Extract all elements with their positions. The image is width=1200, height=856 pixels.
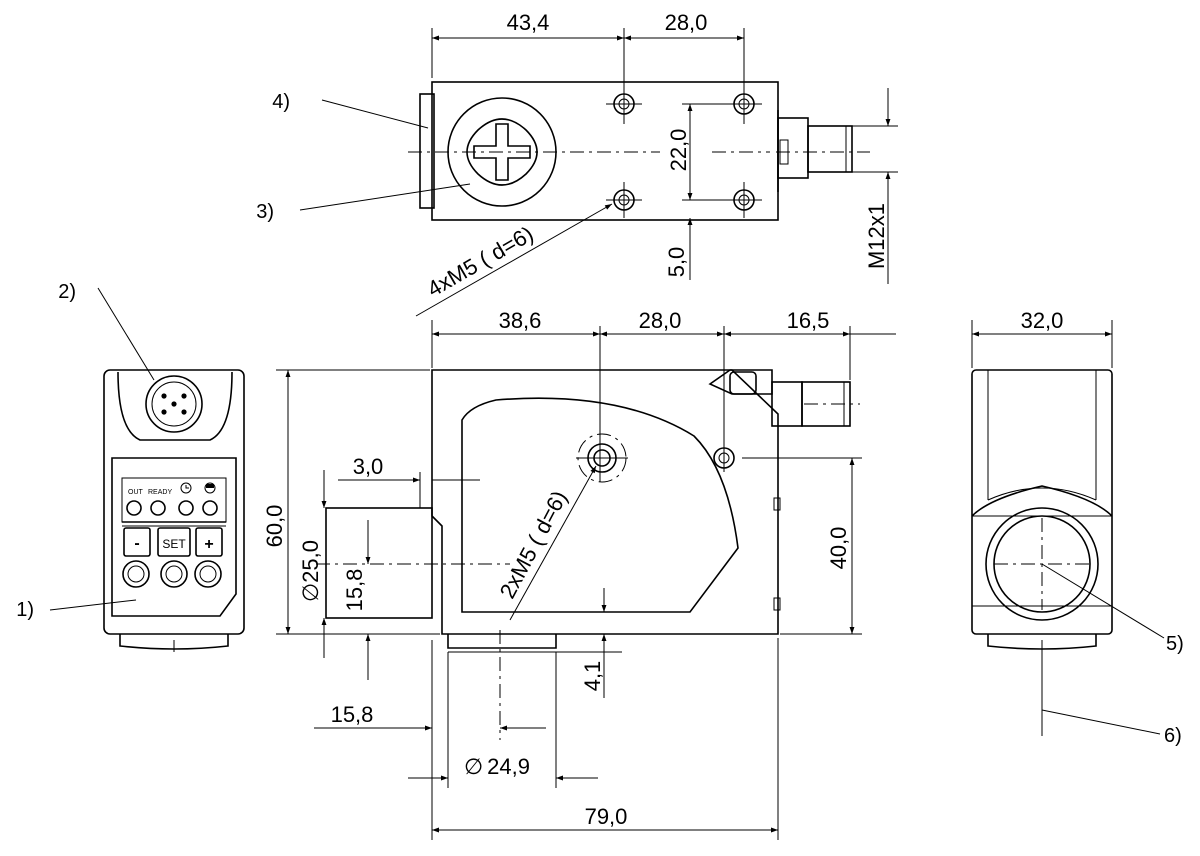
front-view: OUT READY - SET + [103, 369, 245, 652]
dim-40-0: 40,0 [826, 527, 851, 570]
top-view-connector-thread [807, 125, 853, 173]
dim-79-0: 79,0 [585, 804, 628, 829]
diameter-symbol: ∅ [298, 583, 323, 602]
dim-24-9: ∅24,9 [464, 754, 530, 779]
top-view-body [431, 81, 779, 221]
top-view-front-plate [419, 93, 435, 209]
set-button[interactable] [157, 527, 191, 557]
dim-2xm5: 2xM5 ( d=6) [495, 487, 572, 603]
end-view [971, 320, 1113, 736]
knob-2 [160, 560, 188, 588]
diameter-symbol-2: ∅ [464, 754, 483, 779]
side-view-connector-nut [771, 381, 803, 427]
plus-button[interactable] [195, 527, 223, 557]
dim-38-6: 38,6 [499, 308, 542, 333]
dim-4-1: 4,1 [580, 661, 605, 692]
callout-5: 5) [1166, 633, 1184, 655]
callout-3: 3) [256, 201, 274, 223]
front-panel [111, 457, 237, 617]
dim-24-9-value: 24,9 [487, 754, 530, 779]
plus-button-label: + [204, 536, 213, 553]
dim-15-8-horizontal: 15,8 [331, 702, 374, 727]
minus-button[interactable] [123, 527, 151, 557]
led-label-out: OUT [128, 489, 144, 496]
front-view-body [103, 369, 245, 635]
dim-5-0: 5,0 [664, 247, 689, 278]
dim-4xm5: 4xM5 ( d=6) [423, 221, 538, 302]
end-view-body [971, 369, 1113, 635]
side-view-body [431, 369, 779, 635]
cross-knob [473, 123, 531, 181]
callout-1: 1) [16, 599, 34, 621]
side-view-window [461, 397, 739, 613]
dim-16-5: 16,5 [787, 308, 830, 333]
callout-2: 2) [58, 281, 76, 303]
callout-4: 4) [272, 91, 290, 113]
dim-60-0: 60,0 [262, 505, 287, 548]
led-4 [202, 500, 218, 516]
led-3 [178, 500, 194, 516]
dim-3-0: 3,0 [353, 454, 384, 479]
led-2 [150, 500, 166, 516]
dim-43-4: 43,4 [507, 10, 550, 35]
callout-6: 6) [1164, 725, 1182, 747]
dim-25-0: ∅25,0 [298, 540, 323, 602]
set-button-label: SET [162, 537, 186, 551]
knob-1 [122, 560, 150, 588]
dim-15-8-vertical: 15,8 [342, 569, 367, 612]
minus-button-label: - [134, 535, 139, 552]
dim-m12x1: M12x1 [864, 203, 889, 269]
side-view-front-optic [325, 507, 433, 619]
front-connector-inner [151, 381, 197, 427]
dim-25-0-value: 25,0 [298, 540, 323, 583]
knob-3 [194, 560, 222, 588]
led-1 [126, 500, 142, 516]
dim-32-0: 32,0 [1021, 308, 1064, 333]
side-view [276, 320, 896, 840]
top-view [408, 28, 898, 317]
end-view-lens-outer [985, 507, 1099, 621]
dim-28-0-top: 28,0 [665, 10, 708, 35]
lock-icon [204, 482, 216, 494]
callout-leaders [49, 99, 1165, 735]
top-view-connector-nut [777, 117, 809, 179]
dim-22-0: 22,0 [666, 129, 691, 172]
timer-icon [180, 482, 192, 494]
front-connector-outer [145, 375, 203, 433]
led-label-ready: READY [148, 489, 172, 496]
dim-28-0-side: 28,0 [639, 308, 682, 333]
